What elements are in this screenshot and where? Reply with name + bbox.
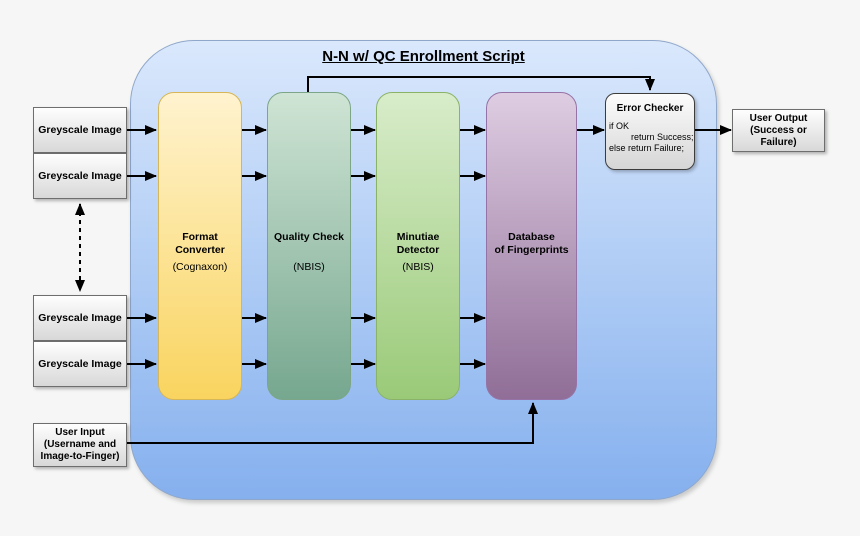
- node-label: Greyscale Image: [38, 358, 122, 370]
- node-greyscale-image-4: Greyscale Image: [33, 341, 127, 387]
- node-greyscale-image-1: Greyscale Image: [33, 107, 127, 153]
- column-label: Format Converter: [175, 231, 225, 256]
- node-minutiae-detector: Minutiae Detector (NBIS): [376, 92, 460, 400]
- node-user-output: User Output (Success or Failure): [732, 109, 825, 152]
- node-format-converter: Format Converter (Cognaxon): [158, 92, 242, 400]
- column-sublabel: (NBIS): [402, 261, 434, 273]
- column-label-line2: of Fingerprints: [494, 244, 569, 256]
- column-sublabel: (NBIS): [293, 261, 325, 273]
- node-database-of-fingerprints: Database of Fingerprints: [486, 92, 577, 400]
- error-checker-title: Error Checker: [616, 103, 684, 114]
- column-label: Minutiae Detector: [396, 231, 440, 256]
- node-quality-check: Quality Check (NBIS): [267, 92, 351, 400]
- error-checker-line2: return Success;: [631, 132, 694, 142]
- user-output-line1: User Output: [749, 112, 808, 124]
- user-output-line2: (Success or Failure): [750, 124, 807, 148]
- node-greyscale-image-2: Greyscale Image: [33, 153, 127, 199]
- node-label: Greyscale Image: [38, 170, 122, 182]
- node-user-input: User Input (Username and Image-to-Finger…: [33, 423, 127, 467]
- node-label: Greyscale Image: [38, 312, 122, 324]
- node-label: Greyscale Image: [38, 124, 122, 136]
- column-label: Database: [508, 231, 555, 243]
- node-greyscale-image-3: Greyscale Image: [33, 295, 127, 341]
- column-sublabel: (Cognaxon): [172, 261, 228, 273]
- user-input-line3: Image-to-Finger): [40, 451, 120, 462]
- column-label: Quality Check: [273, 231, 345, 243]
- error-checker-line1: if OK: [609, 121, 630, 131]
- user-input-line2: (Username and: [43, 439, 117, 450]
- error-checker-line3: else return Failure;: [609, 143, 685, 153]
- diagram-title: N-N w/ QC Enrollment Script: [322, 48, 525, 65]
- user-input-line1: User Input: [55, 427, 105, 438]
- node-error-checker: Error Checker if OK return Success; else…: [605, 93, 695, 170]
